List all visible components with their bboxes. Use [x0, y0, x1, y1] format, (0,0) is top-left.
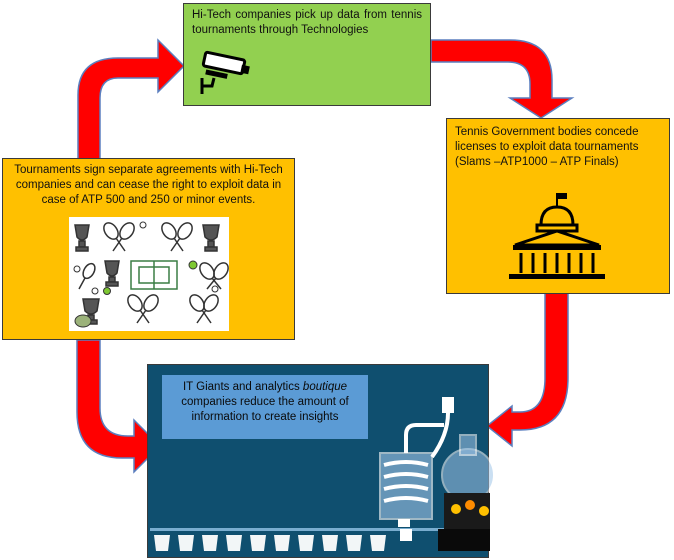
analytics-text-start: IT Giants and analytics [182, 381, 303, 393]
boiling-flask [438, 434, 495, 551]
data-collection-box: Hi-Tech companies pick up data from tenn… [183, 3, 431, 106]
condenser-tank [379, 452, 433, 541]
licensing-box: Tennis Government bodies concede license… [446, 118, 670, 294]
data-collection-text: Hi-Tech companies pick up data from tenn… [192, 9, 422, 36]
security-camera-icon [200, 50, 250, 94]
data-distillation-illustration [150, 397, 495, 551]
arrow-left-to-top [77, 38, 186, 161]
tournament-agreements-box: Tournaments sign separate agreements wit… [2, 158, 295, 340]
tournament-agreements-text: Tournaments sign separate agreements wit… [14, 164, 283, 206]
cups-row [150, 528, 486, 551]
analytics-text-italic: boutique [302, 381, 348, 393]
trophy-icon [74, 224, 90, 252]
government-building-icon [509, 193, 605, 279]
arrow-right-to-bottom [485, 289, 569, 448]
tennis-illustration [69, 217, 229, 331]
analytics-text-end: companies reduce the amount of informati… [181, 396, 349, 423]
analytics-label: IT Giants and analytics boutique compani… [162, 375, 368, 439]
analytics-box: IT Giants and analytics boutique compani… [147, 364, 495, 558]
licensing-text: Tennis Government bodies concede license… [455, 126, 639, 168]
arrow-top-to-right [430, 39, 575, 119]
